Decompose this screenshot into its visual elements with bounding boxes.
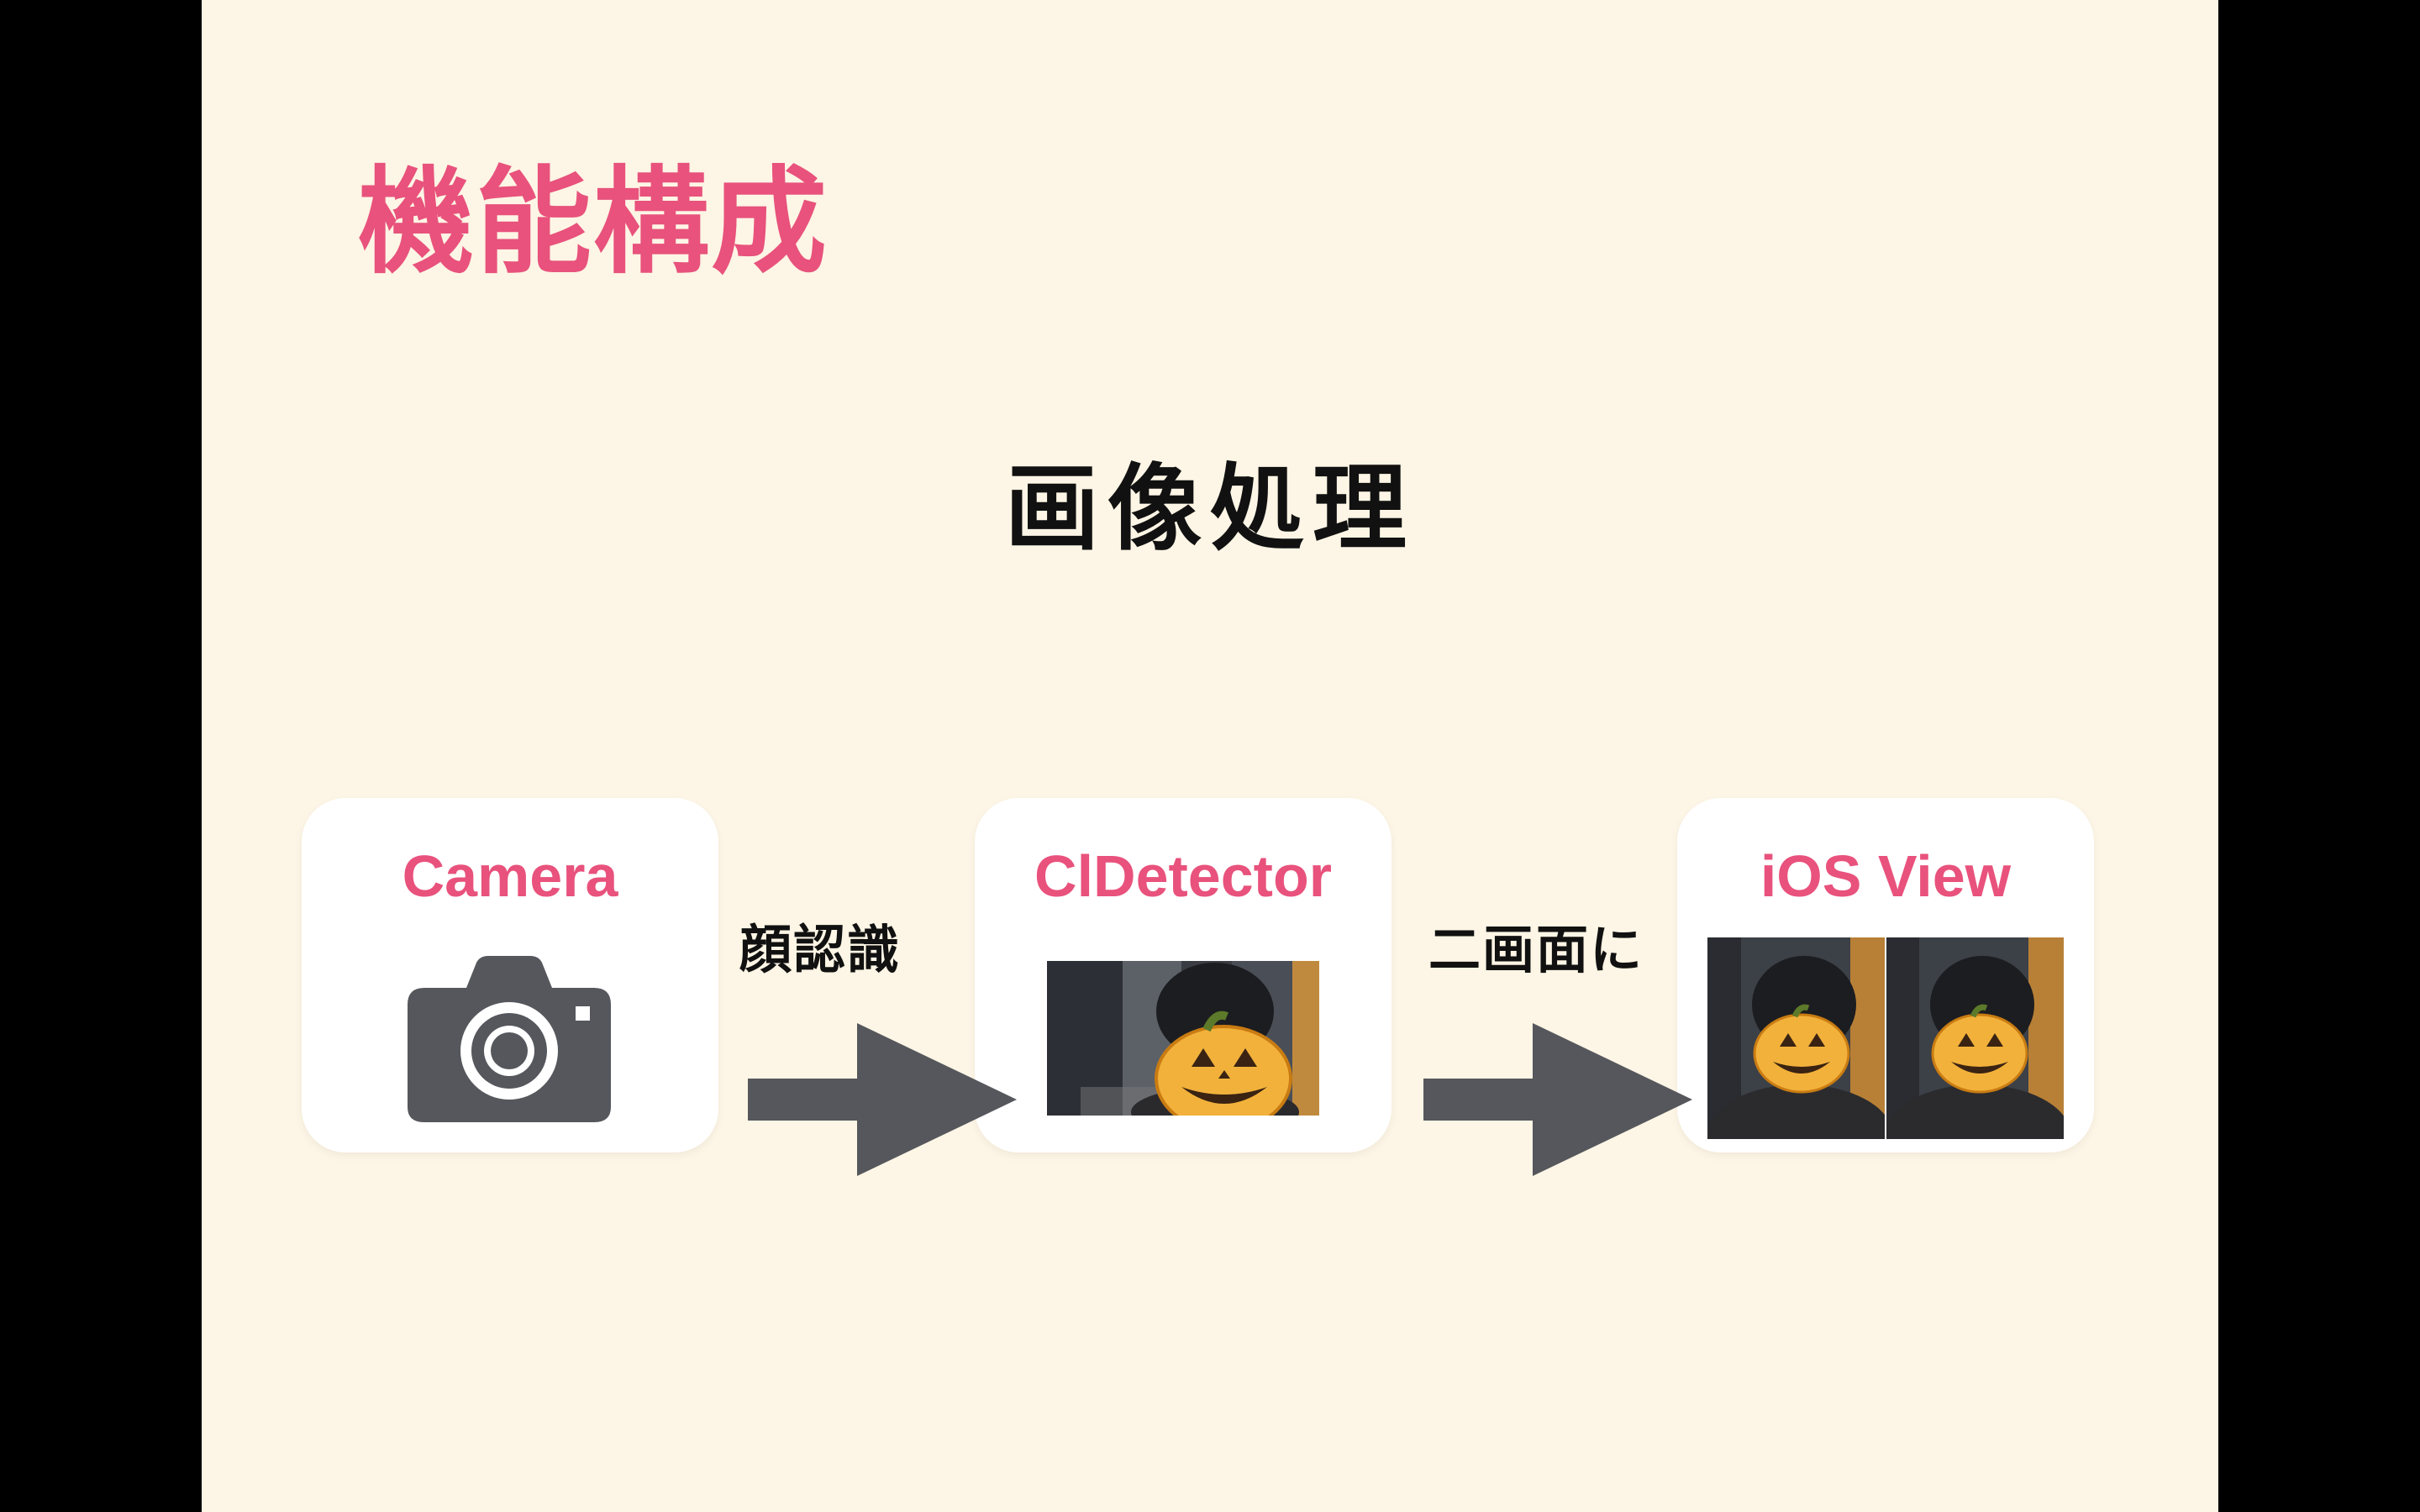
arrow-right-icon bbox=[748, 1023, 1017, 1176]
slide-subtitle: 画像処理 bbox=[1005, 454, 1415, 564]
camera-icon bbox=[408, 956, 611, 1122]
camera-card: Camera bbox=[302, 798, 718, 1152]
slide: 機能構成 画像処理 Camera ClDetector bbox=[202, 0, 2218, 1512]
cidetector-label: ClDetector bbox=[1034, 843, 1332, 909]
arrow-right-icon bbox=[1423, 1023, 1692, 1176]
slide-title: 機能構成 bbox=[358, 155, 829, 290]
camera-label: Camera bbox=[402, 843, 618, 909]
face-detection-photo bbox=[1047, 961, 1319, 1116]
arrow-label-two-screens: 二画面に bbox=[1428, 919, 1644, 980]
split-screen-photo bbox=[1707, 937, 2064, 1139]
arrow-label-face-recognition: 顔認識 bbox=[739, 919, 902, 980]
ios-view-label: iOS View bbox=[1760, 843, 2012, 909]
cidetector-card: ClDetector bbox=[975, 798, 1392, 1152]
ios-view-card: iOS View bbox=[1677, 798, 2094, 1152]
